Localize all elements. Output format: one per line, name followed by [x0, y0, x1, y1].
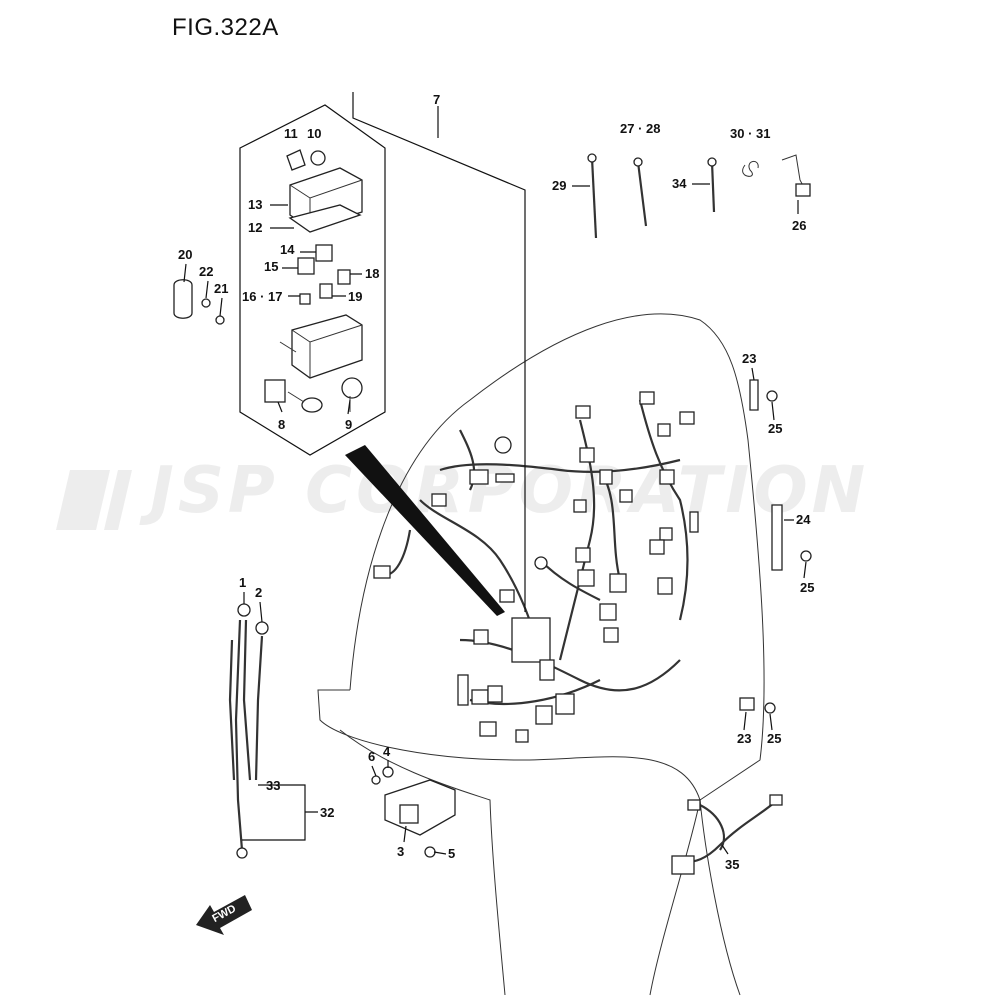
bracket-parts — [371, 766, 456, 858]
label-10: 10 — [307, 126, 321, 141]
svg-text:JSP CORPORATION: JSP CORPORATION — [139, 454, 869, 528]
label-6: 6 — [368, 749, 375, 764]
pointer-wedge — [345, 445, 505, 616]
boot-cap-parts — [173, 279, 225, 325]
figure-title: FIG.322A — [172, 14, 279, 41]
label-25-mid: 25 — [800, 580, 814, 595]
label-5: 5 — [448, 846, 455, 861]
label-8: 8 — [278, 417, 285, 432]
sub-harness — [671, 794, 783, 875]
label-35: 35 — [725, 857, 739, 872]
label-11: 11 — [284, 126, 298, 141]
label-22: 22 — [199, 264, 213, 279]
label-leaders — [183, 183, 807, 855]
label-26: 26 — [792, 218, 806, 233]
label-13: 13 — [248, 197, 262, 212]
label-15: 15 — [264, 259, 278, 274]
label-18: 18 — [365, 266, 379, 281]
label-34: 34 — [672, 176, 687, 191]
label-3: 3 — [397, 844, 404, 859]
label-1: 1 — [239, 575, 246, 590]
label-27-28: 27 · 28 — [620, 121, 660, 136]
label-21: 21 — [214, 281, 228, 296]
watermark: JSP CORPORATION — [56, 454, 869, 530]
label-16-17: 16 · 17 — [242, 289, 282, 304]
label-23-top: 23 — [742, 351, 756, 366]
label-9: 9 — [345, 417, 352, 432]
label-19: 19 — [348, 289, 362, 304]
label-4: 4 — [383, 744, 391, 759]
fuse-box-panel — [239, 104, 386, 456]
label-20: 20 — [178, 247, 192, 262]
label-12: 12 — [248, 220, 262, 235]
ties-and-clamps — [587, 153, 811, 239]
label-14: 14 — [280, 242, 295, 257]
item-7-leader — [352, 92, 526, 612]
label-23-bottom: 23 — [737, 731, 751, 746]
part-labels: 7 11 10 13 12 14 15 18 16 · 17 19 8 9 20… — [178, 92, 814, 872]
label-32: 32 — [320, 805, 334, 820]
label-30-31: 30 · 31 — [730, 126, 770, 141]
battery-cables — [228, 603, 318, 859]
harness-connectors — [373, 391, 699, 743]
fwd-badge: FWD — [196, 895, 252, 935]
label-24: 24 — [796, 512, 811, 527]
label-25-top: 25 — [768, 421, 782, 436]
label-29: 29 — [552, 178, 566, 193]
label-7: 7 — [433, 92, 440, 107]
label-33: 33 — [266, 778, 280, 793]
side-brackets — [739, 379, 812, 714]
label-2: 2 — [255, 585, 262, 600]
label-25-bottom: 25 — [767, 731, 781, 746]
